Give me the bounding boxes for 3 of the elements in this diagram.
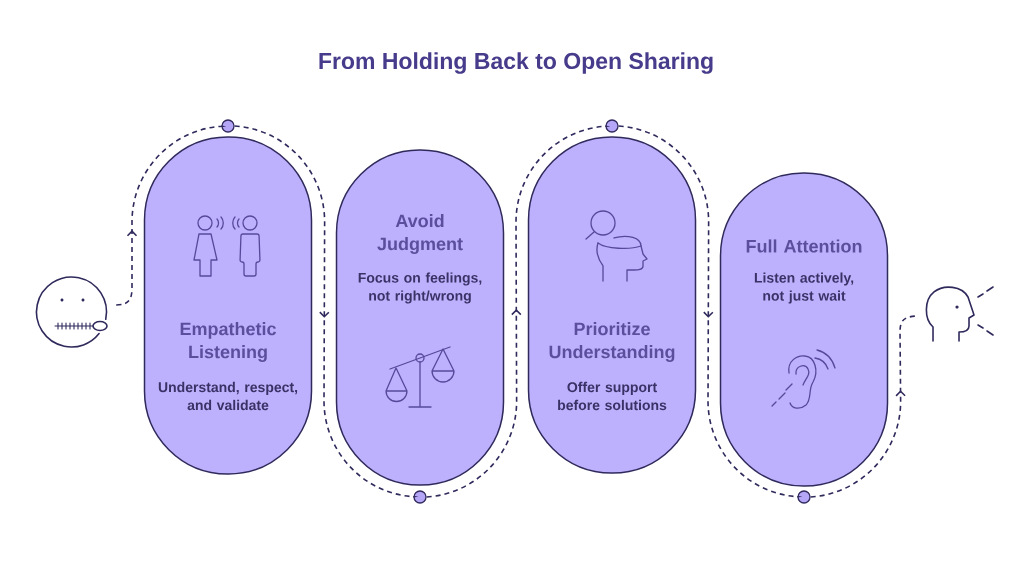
speaking-head [925, 286, 994, 342]
zipped-mouth-face [35, 276, 108, 348]
title: From Holding Back to Open Sharing [319, 52, 713, 74]
